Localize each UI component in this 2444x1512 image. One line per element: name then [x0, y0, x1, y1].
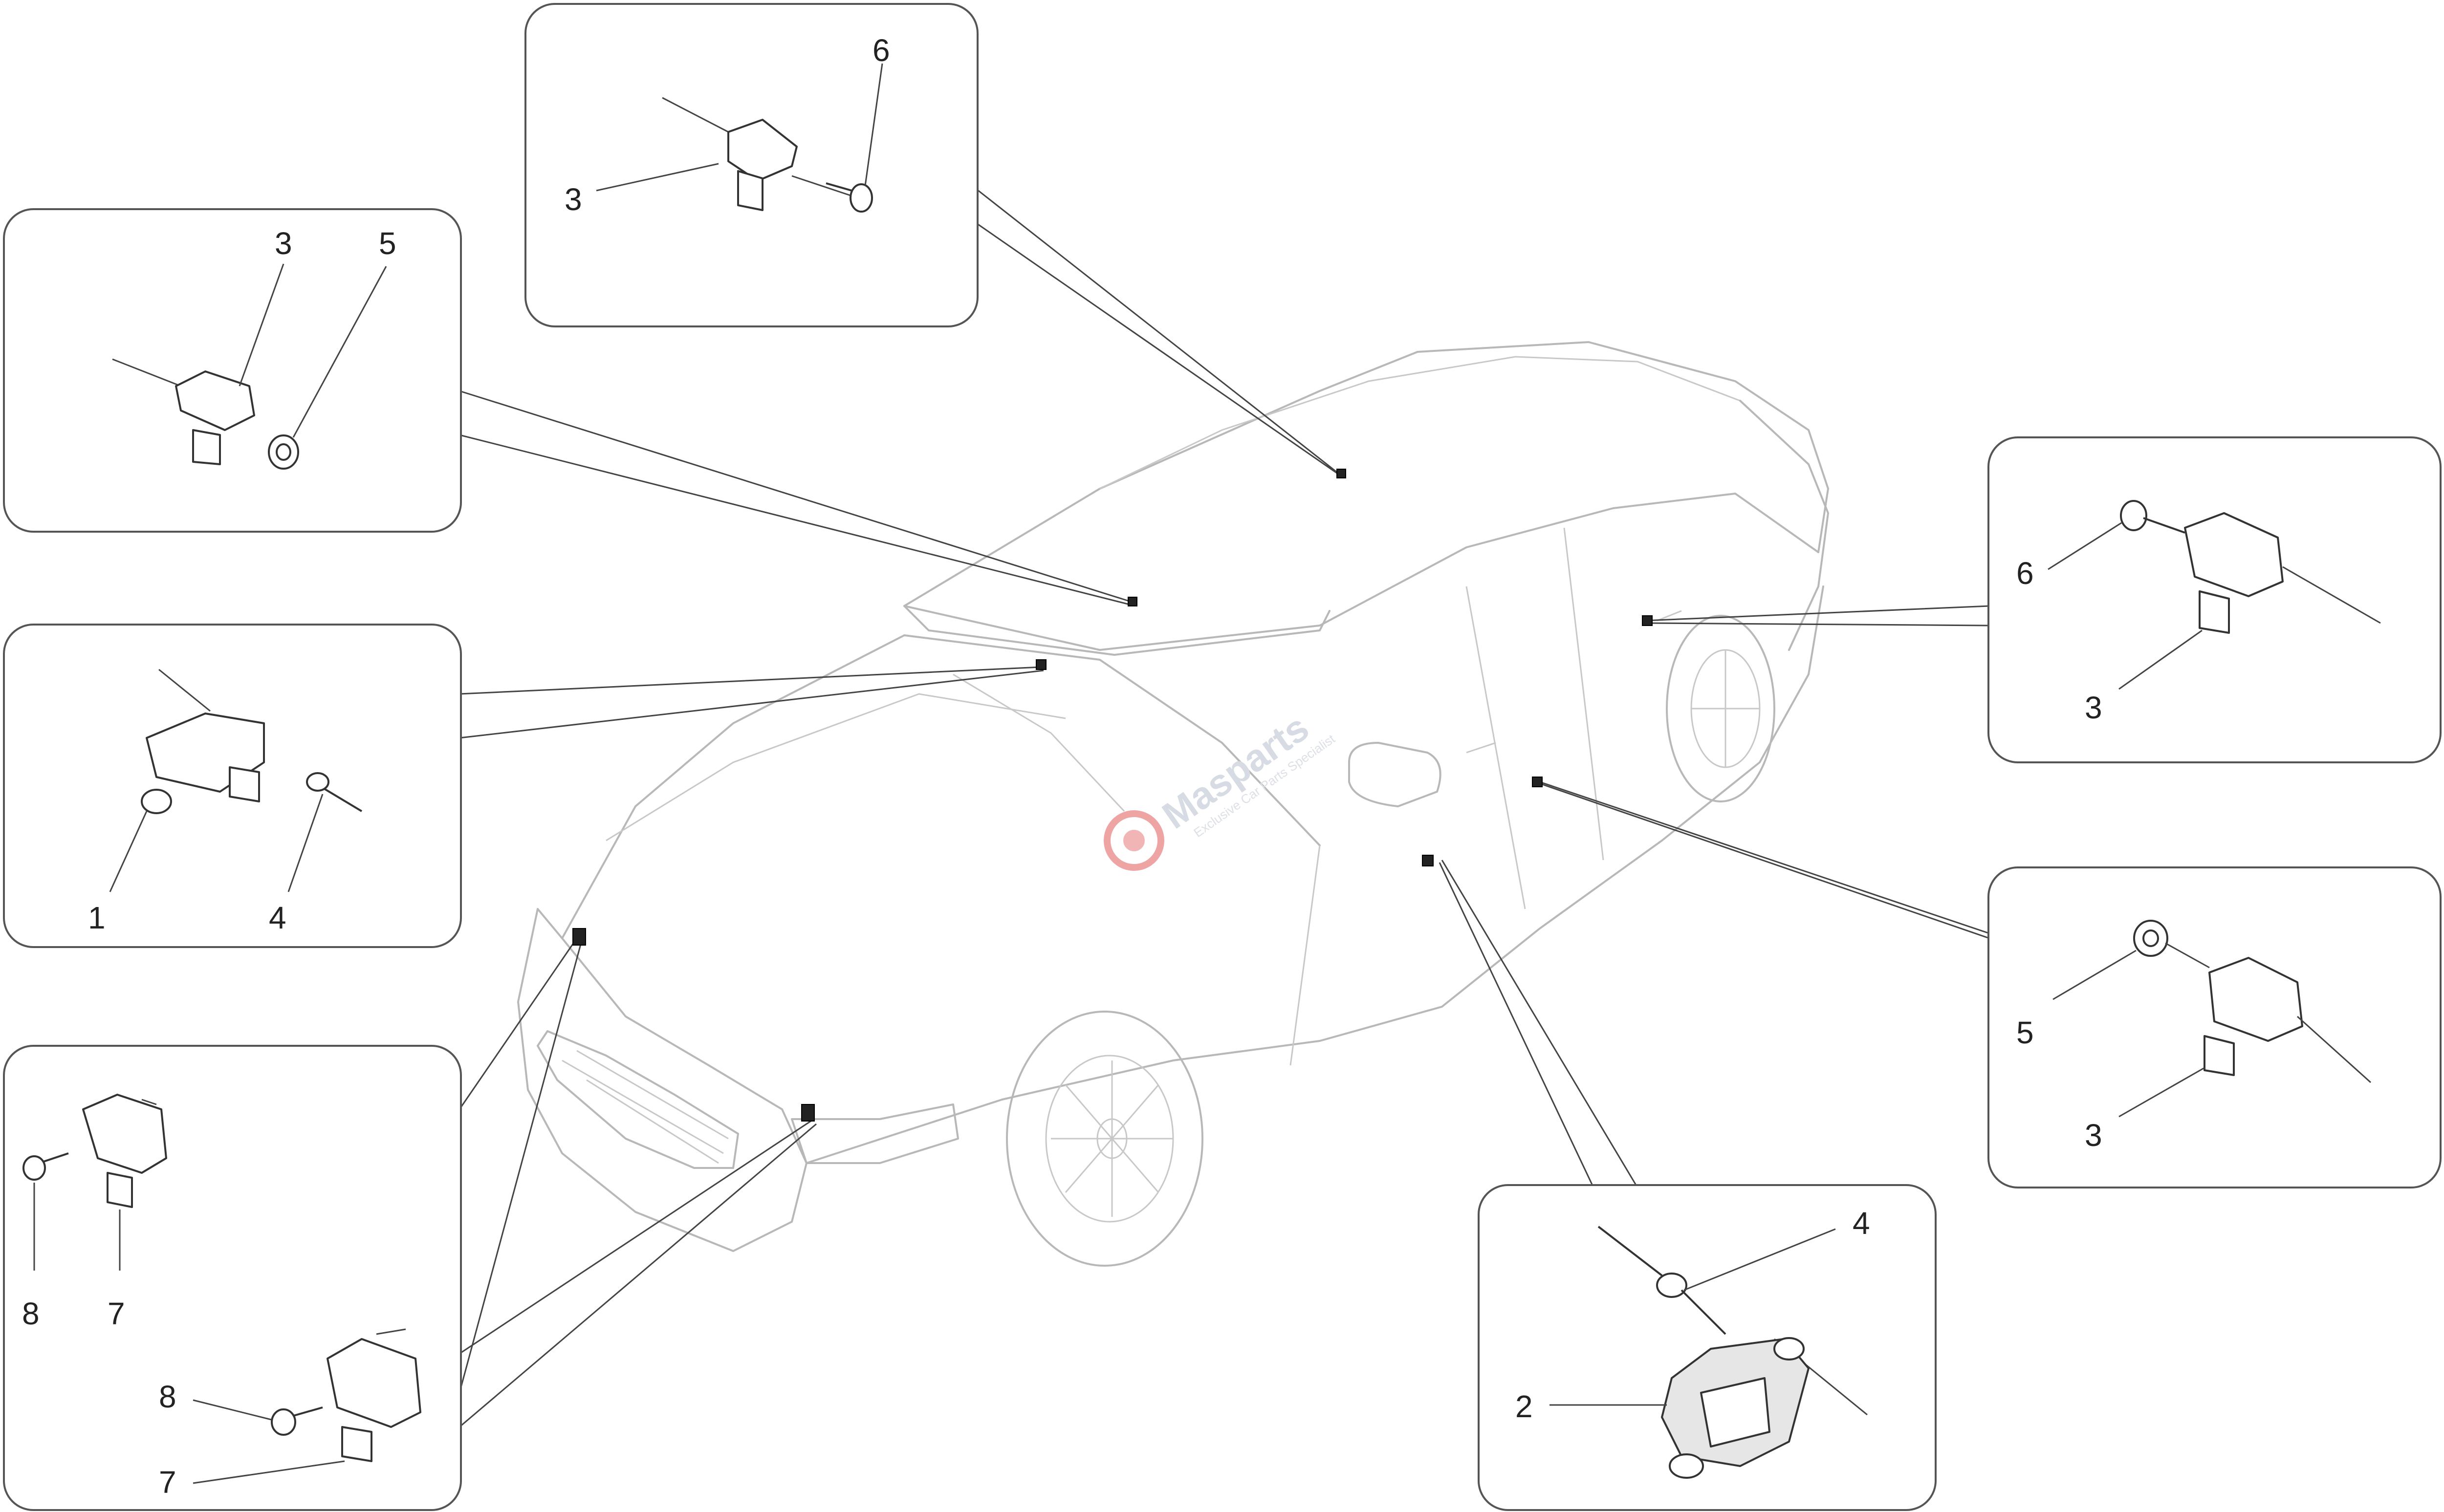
sensor-marker-dash[interactable]: [1036, 659, 1047, 670]
sensor-marker-front-door[interactable]: [1422, 855, 1434, 866]
callout-6: 6: [2016, 556, 2034, 591]
callout-3: 3: [2085, 1118, 2102, 1153]
callout-8: 8: [159, 1379, 176, 1414]
callout-2: 2: [1515, 1389, 1533, 1424]
detail-box-roof-sensor[interactable]: 6 3: [524, 3, 979, 327]
bolt-icon-lower: [271, 1406, 323, 1436]
crash-sensor-icon-upper: [82, 1094, 167, 1208]
callout-8: 8: [22, 1296, 40, 1331]
sensor-marker-b-pillar[interactable]: [1532, 777, 1543, 787]
callout-3: 3: [275, 226, 292, 261]
detail-box-windshield-sensor[interactable]: 3 5: [3, 208, 462, 533]
sensor-marker-rear-door[interactable]: [1642, 615, 1653, 626]
bolt-icon: [826, 182, 873, 213]
detail-box-front-crash-sensors[interactable]: 8 7 8 7: [3, 1045, 462, 1511]
leader-lines: [458, 187, 1990, 1428]
nut-icon: [268, 434, 299, 470]
sensor-module-icon: [1661, 1337, 1810, 1479]
callout-5: 5: [379, 226, 396, 261]
sensor-marker-front-left[interactable]: [572, 928, 586, 946]
sensor-part-icon: [2184, 512, 2284, 634]
callout-5: 5: [2016, 1015, 2034, 1050]
callout-3: 3: [565, 182, 582, 217]
sensor-part-icon: [2204, 957, 2303, 1076]
callout-6: 6: [873, 33, 890, 68]
detail-box-rear-door-sensor[interactable]: 6 3: [1987, 436, 2442, 763]
detail-box-dash-sensor[interactable]: 1 4: [3, 624, 462, 948]
sensor-marker-front-right[interactable]: [801, 1104, 815, 1122]
crash-sensor-icon-lower: [327, 1338, 421, 1462]
callout-4: 4: [269, 900, 286, 935]
bolt-icon-upper: [22, 1152, 69, 1181]
sensor-part-icon: [727, 119, 798, 211]
detail-box-front-door-sensor[interactable]: 4 2: [1478, 1184, 1937, 1511]
watermark-logo: Masparts Exclusive Car Parts Specialist: [1104, 706, 1338, 871]
bolt-icon: [2120, 500, 2185, 534]
callout-7: 7: [159, 1465, 176, 1500]
sensor-part-icon: [175, 370, 255, 465]
callout-7: 7: [108, 1296, 125, 1331]
rivet-icon: [1597, 1226, 1726, 1335]
callout-1: 1: [88, 900, 106, 935]
callout-4: 4: [1853, 1206, 1870, 1241]
sensor-markers: [572, 469, 1653, 1122]
rivet-icon: [306, 772, 363, 812]
detail-box-b-pillar-sensor[interactable]: 5 3: [1987, 866, 2442, 1188]
sensor-marker-roof[interactable]: [1336, 469, 1346, 478]
car-outline: [517, 341, 1829, 1267]
sensor-module-icon: [141, 713, 265, 814]
callout-3: 3: [2085, 690, 2102, 725]
nut-icon: [2133, 920, 2168, 957]
sensor-marker-windshield[interactable]: [1128, 597, 1137, 606]
